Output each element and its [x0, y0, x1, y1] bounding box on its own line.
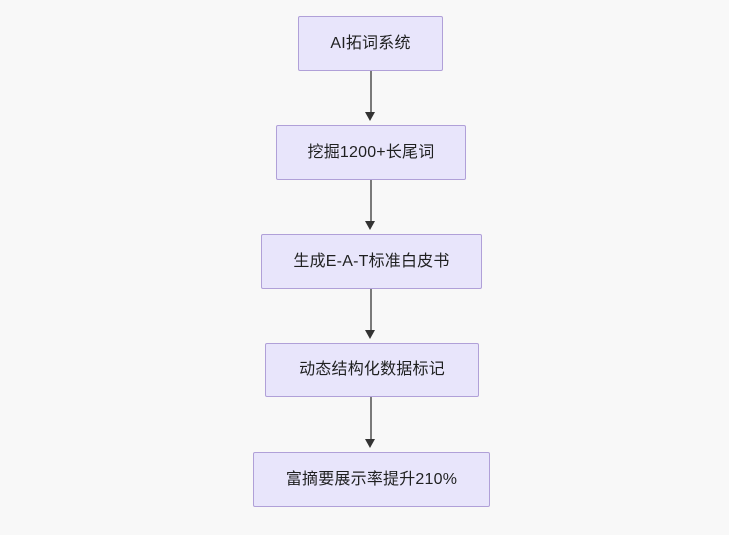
node-label: 生成E-A-T标准白皮书: [293, 252, 450, 270]
edge-arrowhead-n1-n2: [365, 112, 375, 121]
edge-arrowhead-n4-n5: [365, 439, 375, 448]
edge-line-n2-n3: [370, 180, 372, 225]
node-label: AI拓词系统: [330, 34, 411, 52]
edge-line-n1-n2: [370, 71, 372, 116]
edge-arrowhead-n3-n4: [365, 330, 375, 339]
flowchart-node-ai-keyword-system[interactable]: AI拓词系统: [298, 16, 443, 71]
node-label: 富摘要展示率提升210%: [285, 470, 458, 488]
flowchart-node-dynamic-structured-data-markup[interactable]: 动态结构化数据标记: [265, 343, 479, 397]
edge-line-n3-n4: [370, 289, 372, 334]
flowchart-node-generate-eat-whitepaper[interactable]: 生成E-A-T标准白皮书: [261, 234, 482, 289]
edge-arrowhead-n2-n3: [365, 221, 375, 230]
flowchart-node-mine-longtail-keywords[interactable]: 挖掘1200+长尾词: [276, 125, 466, 180]
node-label: 动态结构化数据标记: [299, 361, 445, 378]
edge-line-n4-n5: [370, 397, 372, 443]
flowchart-node-rich-snippet-rate-increase[interactable]: 富摘要展示率提升210%: [253, 452, 490, 507]
node-label: 挖掘1200+长尾词: [307, 143, 435, 161]
